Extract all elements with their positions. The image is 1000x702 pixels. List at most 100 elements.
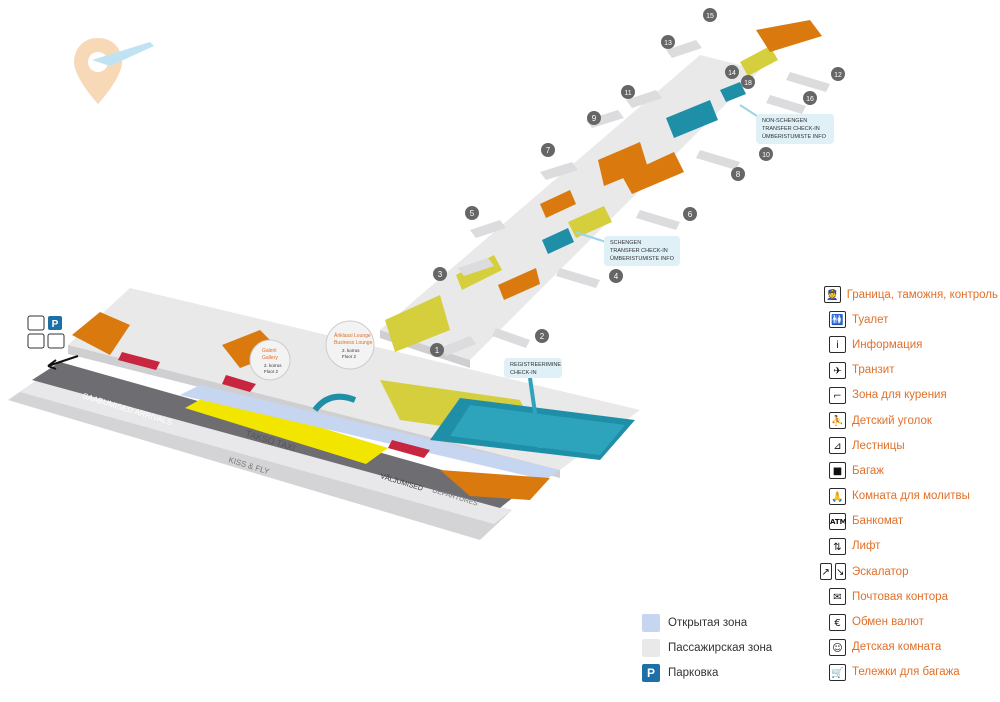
legend-label: Информация (852, 338, 923, 351)
gate-18: 18 (741, 75, 755, 89)
callout-non-schengen: NON-SCHENGEN TRANSFER CHECK-IN ÜMBERISTU… (739, 104, 834, 144)
legend-label: Эскалатор (852, 565, 909, 578)
legend-label: Лифт (852, 540, 881, 553)
svg-text:4: 4 (614, 272, 619, 281)
zone-label: Открытая зона (668, 616, 748, 629)
svg-text:12: 12 (834, 72, 842, 79)
gate-4: 4 (609, 269, 623, 283)
legend-item: ✉Почтовая контора (820, 584, 998, 609)
kids-corner-icon: ⛹ (829, 412, 846, 430)
legend-item: ⌐ Зона для курения (820, 383, 998, 408)
svg-text:10: 10 (762, 152, 770, 159)
legend: 👮 Граница, таможня, контроль 🚻Туалет i Инфор… (820, 282, 998, 685)
stairs-icon: ⊿ (829, 437, 846, 455)
legend-item: ⛹ Детский уголок (820, 408, 998, 433)
legend-label: Багаж (852, 464, 884, 477)
gate-14: 14 (725, 65, 739, 79)
information-icon: i (829, 336, 846, 354)
svg-text:Floor 2: Floor 2 (264, 369, 279, 374)
legend-label: Граница, таможня, контроль (846, 288, 998, 301)
pier (380, 20, 822, 368)
svg-text:7: 7 (546, 146, 551, 155)
svg-text:Äriklassi Lounge: Äriklassi Lounge (334, 332, 371, 339)
svg-text:SCHENGEN: SCHENGEN (610, 240, 641, 246)
gate-6: 6 (683, 207, 697, 221)
atm-icon: ATM (829, 512, 847, 530)
legend-label: Комната для молитвы (852, 490, 970, 503)
elevator-icon: ⇅ (829, 537, 846, 555)
legend-item: 🙏Комната для молитвы (820, 484, 998, 509)
legend-label: Зона для курения (852, 389, 947, 402)
svg-text:14: 14 (728, 70, 736, 77)
svg-text:2. korrus: 2. korrus (342, 348, 360, 353)
escalator-icon: ↗ (820, 563, 832, 581)
jetways (440, 40, 830, 356)
legend-item: 👮 Граница, таможня, контроль (820, 282, 998, 307)
terminal-building (68, 288, 640, 500)
svg-text:13: 13 (664, 40, 672, 47)
svg-text:1: 1 (435, 346, 440, 355)
legend-item: i Информация (820, 332, 998, 357)
svg-text:Galerii: Galerii (262, 348, 276, 354)
gate-16: 16 (803, 91, 817, 105)
zone-label: Парковка (668, 666, 719, 679)
legend-item: €Обмен валют (820, 609, 998, 634)
gate-10: 10 (759, 147, 773, 161)
gate-13: 13 (661, 35, 675, 49)
legend-item: ■ Багаж (820, 458, 998, 483)
svg-text:Gallery: Gallery (262, 355, 278, 361)
legend-item: ✈Транзит (820, 358, 998, 383)
callout-checkin: REGISTREERIMINE CHECK-IN (504, 358, 562, 449)
zone-item: P Парковка (642, 660, 772, 685)
zone-label: Пассажирская зона (668, 641, 773, 654)
svg-text:P: P (52, 319, 59, 330)
gate-markers: 1 2 3 4 5 6 7 8 9 10 11 12 13 14 15 16 1… (430, 8, 845, 357)
legend-label: Детский уголок (852, 414, 932, 427)
zone-swatch (642, 613, 660, 632)
gate-9: 9 (587, 111, 601, 125)
legend-item: 🛒 Тележки для багажа (820, 660, 998, 685)
svg-text:TRANSFER CHECK-IN: TRANSFER CHECK-IN (610, 248, 668, 254)
svg-text:2. korrus: 2. korrus (264, 363, 282, 368)
svg-text:REGISTREERIMINE: REGISTREERIMINE (510, 362, 561, 368)
svg-text:3: 3 (438, 270, 443, 279)
legend-label: Транзит (852, 364, 895, 377)
gate-3: 3 (433, 267, 447, 281)
baggage-icon: ■ (829, 462, 846, 480)
gate-15: 15 (703, 8, 717, 22)
taxi-lane (185, 394, 388, 464)
escalator-icon: ↘ (834, 563, 846, 581)
svg-text:15: 15 (706, 13, 714, 20)
border-control-icon: 👮 (823, 286, 841, 304)
gate-5: 5 (465, 206, 479, 220)
baggage-trolley-icon: 🛒 (829, 663, 846, 681)
logo-icon (74, 38, 154, 104)
svg-text:18: 18 (744, 80, 752, 87)
smoking-zone-icon: ⌐ (829, 386, 846, 404)
legend-label: Почтовая контора (852, 590, 948, 603)
legend-label: Тележки для багажа (852, 666, 960, 679)
legend-item: ⊿ Лестницы (820, 433, 998, 458)
svg-text:9: 9 (592, 114, 597, 123)
svg-text:TRANSFER CHECK-IN: TRANSFER CHECK-IN (762, 126, 820, 132)
callout-lounge: Äriklassi Lounge Business Lounge 2. korr… (334, 332, 373, 359)
gate-7: 7 (541, 143, 555, 157)
legend-label: Туалет (852, 313, 889, 326)
svg-text:6: 6 (688, 210, 693, 219)
legend-item: ⇅ Лифт (820, 534, 998, 559)
svg-text:ÜMBERISTUMISTE INFO: ÜMBERISTUMISTE INFO (610, 255, 675, 262)
legend-label: Лестницы (852, 439, 905, 452)
svg-text:16: 16 (806, 96, 814, 103)
svg-text:Business Lounge: Business Lounge (334, 340, 373, 346)
legend-item: ☺Детская комната (820, 635, 998, 660)
legend-label: Обмен валют (852, 616, 924, 629)
gate-11: 11 (621, 85, 635, 99)
legend-item: 🚻Туалет (820, 307, 998, 332)
zone-swatch (642, 638, 660, 657)
parking-icon: P (642, 663, 660, 682)
callout-schengen: SCHENGEN TRANSFER CHECK-IN ÜMBERISTUMIST… (574, 231, 680, 266)
zone-item: Открытая зона (642, 610, 772, 635)
svg-text:5: 5 (470, 209, 475, 218)
